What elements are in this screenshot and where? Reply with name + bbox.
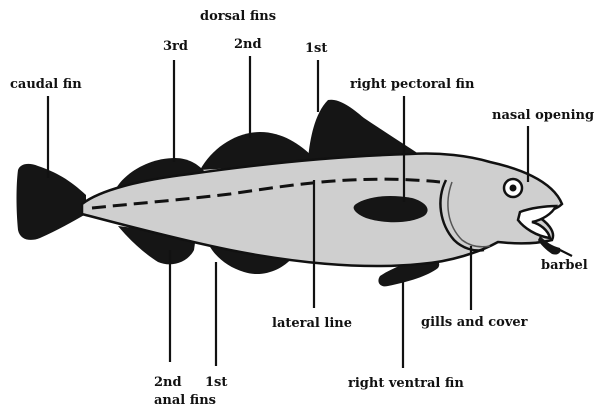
anal-2nd-label: 2nd xyxy=(154,375,182,390)
gills-and-cover-label: gills and cover xyxy=(421,315,528,330)
nasal-opening-label: nasal opening xyxy=(492,108,594,123)
fish-pupil xyxy=(510,185,517,192)
barbel-label: barbel xyxy=(541,258,588,273)
barbel-leader xyxy=(560,250,572,256)
lateral-line-label: lateral line xyxy=(272,316,352,331)
dorsal-fins-label: dorsal fins xyxy=(200,9,276,24)
right-ventral-fin-label: right ventral fin xyxy=(348,376,464,391)
anal-1st-label: 1st xyxy=(205,375,227,390)
right-pectoral-fin-label: right pectoral fin xyxy=(350,77,475,92)
caudal-fin xyxy=(17,164,87,240)
anal-fins-label: anal fins xyxy=(154,393,216,408)
dorsal-3rd-label: 3rd xyxy=(163,39,188,54)
dorsal-2nd-label: 2nd xyxy=(234,37,262,52)
dorsal-1st-label: 1st xyxy=(305,41,327,56)
caudal-fin-label: caudal fin xyxy=(10,77,82,92)
